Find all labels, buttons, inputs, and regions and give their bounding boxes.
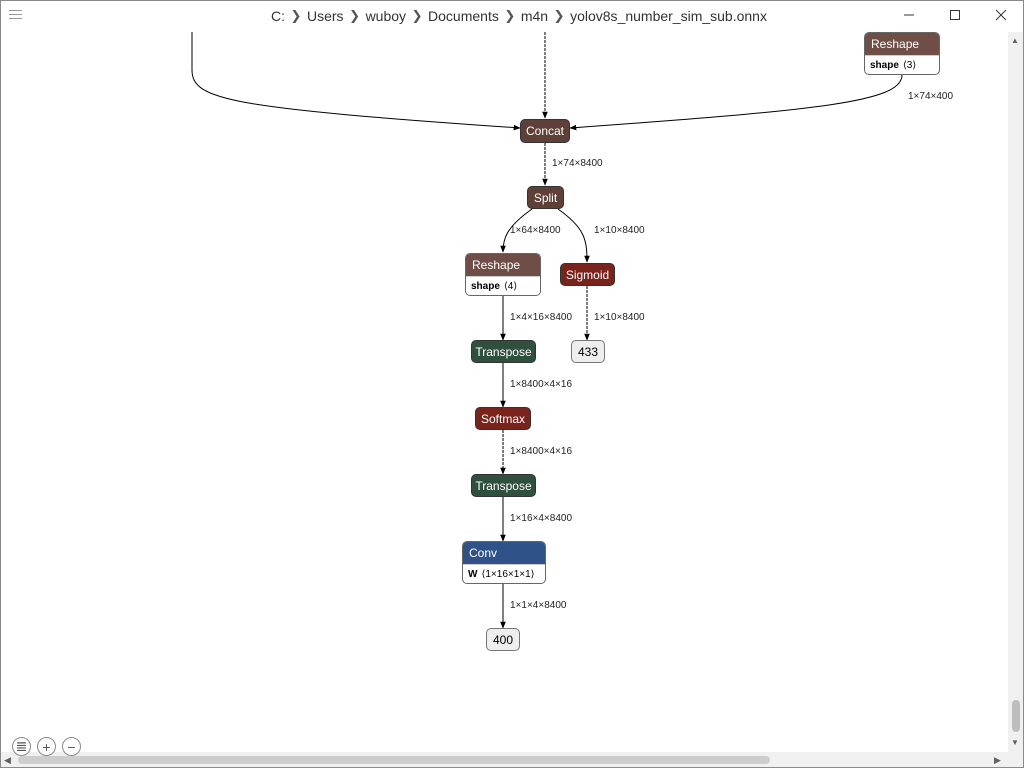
edge-label: 1×1×4×8400 [510,600,567,611]
node-output-400[interactable]: 400 [486,628,520,651]
attr-value: ⟨1×16×1×1⟩ [481,569,535,580]
attr-name: W [468,569,478,580]
node-conv[interactable]: Conv W⟨1×16×1×1⟩ [462,541,546,584]
zoom-controls: ≣ + − [12,737,81,756]
graph-canvas[interactable]: Reshape shape⟨3⟩ Concat Split Reshape sh… [0,32,1008,752]
list-view-button[interactable]: ≣ [12,737,31,756]
node-op-label: Sigmoid [565,267,610,282]
minimize-icon [904,14,914,16]
node-sigmoid[interactable]: Sigmoid [560,263,615,286]
maximize-icon [950,10,960,20]
horizontal-scroll-thumb[interactable] [18,756,770,764]
scroll-down-icon[interactable]: ▼ [1011,738,1019,747]
horizontal-scrollbar[interactable]: ◀ ▶ [0,752,1008,768]
breadcrumb-file[interactable]: yolov8s_number_sim_sub.onnx [570,8,767,24]
chevron-right-icon: ❯ [411,8,423,23]
attr-name: shape [870,60,899,71]
scroll-right-icon[interactable]: ▶ [994,755,1001,765]
node-op-label: Reshape [466,254,540,276]
node-op-label: 400 [492,632,514,647]
scroll-left-icon[interactable]: ◀ [4,755,11,765]
title-bar: C: ❯ Users ❯ wuboy ❯ Documents ❯ m4n ❯ y… [0,0,1024,32]
node-op-label: Reshape [865,33,939,55]
close-icon [995,9,1007,21]
node-op-label: Transpose [475,478,532,493]
node-op-label: Softmax [480,411,525,426]
zoom-in-button[interactable]: + [37,737,56,756]
minimize-button[interactable] [886,0,932,30]
breadcrumb-documents[interactable]: Documents [428,8,499,24]
chevron-right-icon: ❯ [504,8,516,23]
chevron-right-icon: ❯ [349,8,361,23]
chevron-right-icon: ❯ [290,8,302,23]
edge-split-to-reshape [500,208,533,253]
zoom-in-icon: + [42,738,51,755]
node-softmax[interactable]: Softmax [475,407,531,430]
maximize-button[interactable] [932,0,978,30]
edge-label: 1×10×8400 [594,312,645,323]
list-icon: ≣ [15,738,28,754]
edge-left-to-concat [191,32,521,131]
node-reshape-top[interactable]: Reshape shape⟨3⟩ [864,32,940,75]
edge-reshape-top-to-concat [569,74,903,131]
chevron-right-icon: ❯ [553,8,565,23]
attr-name: shape [471,281,500,292]
edge-label: 1×16×4×8400 [510,513,573,524]
edge-label: 1×4×16×8400 [510,312,573,323]
node-op-label: Conv [463,542,545,564]
node-attr-row: shape⟨3⟩ [865,55,939,74]
node-concat[interactable]: Concat [520,119,570,143]
node-output-433[interactable]: 433 [571,340,605,363]
edge-label: 1×8400×4×16 [510,446,573,457]
node-transpose-2[interactable]: Transpose [471,474,536,497]
edge-label: 1×74×400 [908,91,954,102]
breadcrumb-drive[interactable]: C: [271,8,285,24]
edge-label: 1×74×8400 [552,158,603,169]
vertical-scrollbar[interactable]: ▲ ▼ [1008,32,1024,752]
graph-edges [191,32,903,629]
node-transpose-1[interactable]: Transpose [471,340,536,363]
node-attr-row: shape⟨4⟩ [466,276,540,295]
node-op-label: Split [533,190,558,205]
node-split[interactable]: Split [527,186,564,209]
edge-label: 1×64×8400 [510,225,561,236]
menu-icon[interactable] [9,10,22,22]
close-button[interactable] [978,0,1024,30]
zoom-out-icon: − [67,738,76,755]
scrollbar-corner [1008,752,1024,768]
attr-value: ⟨3⟩ [902,60,917,71]
breadcrumb-users[interactable]: Users [307,8,344,24]
vertical-scroll-thumb[interactable] [1012,700,1020,732]
node-reshape[interactable]: Reshape shape⟨4⟩ [465,253,541,296]
breadcrumb: C: ❯ Users ❯ wuboy ❯ Documents ❯ m4n ❯ y… [270,0,768,32]
scroll-up-icon[interactable]: ▲ [1011,36,1019,45]
edge-label: 1×8400×4×16 [510,379,573,390]
node-op-label: 433 [577,344,599,359]
node-op-label: Concat [525,124,565,138]
edge-label: 1×10×8400 [594,225,645,236]
node-attr-row: W⟨1×16×1×1⟩ [463,564,545,583]
breadcrumb-folder[interactable]: m4n [520,8,549,24]
edge-split-to-sigmoid [557,208,590,263]
zoom-out-button[interactable]: − [62,737,81,756]
attr-value: ⟨4⟩ [503,281,518,292]
breadcrumb-user[interactable]: wuboy [365,8,407,24]
node-op-label: Transpose [475,344,532,359]
